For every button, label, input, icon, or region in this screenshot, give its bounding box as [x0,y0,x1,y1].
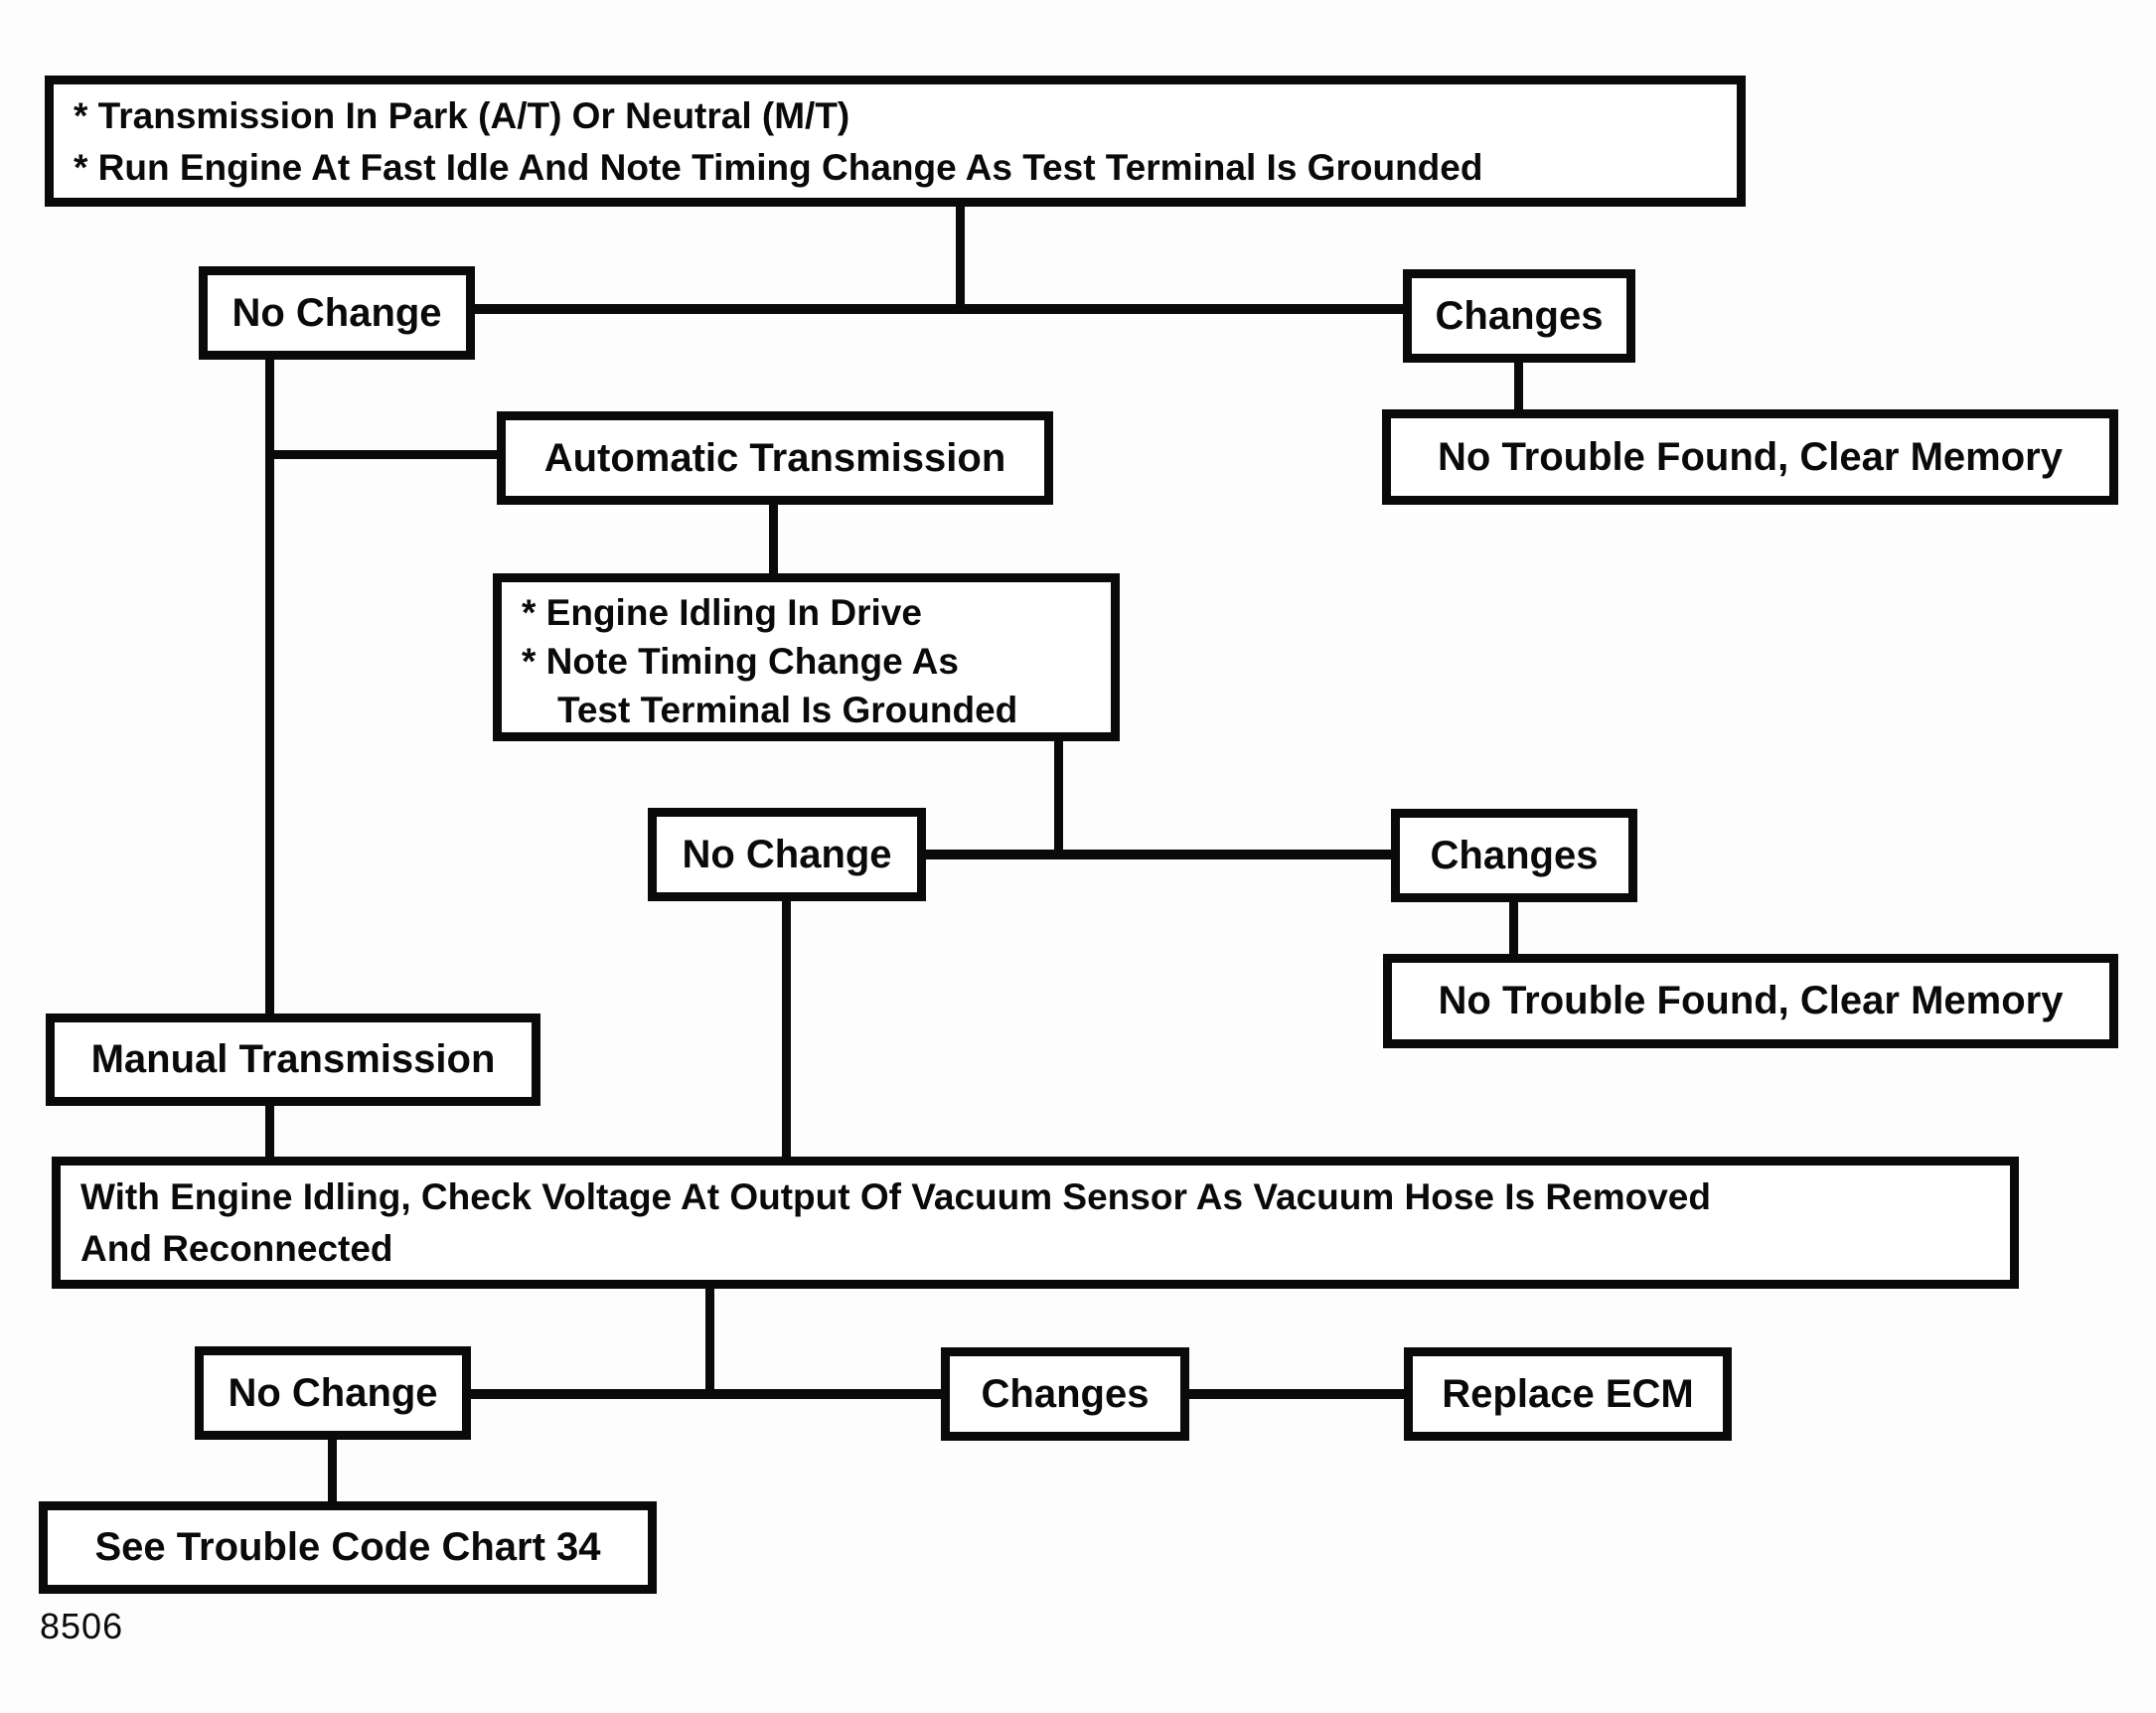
node-changes-2: Changes [1391,809,1637,902]
node-no-change-1: No Change [199,266,475,360]
node-text-line: * Run Engine At Fast Idle And Note Timin… [74,147,1483,188]
node-no-trouble-found-2: No Trouble Found, Clear Memory [1383,954,2118,1048]
figure-number: 8506 [40,1606,124,1646]
connector-engine-idling-down [1054,737,1063,858]
connector-nochange1-down [265,358,274,1017]
node-text-line: * Note Timing Change As [522,641,959,682]
node-initial-conditions: * Transmission In Park (A/T) Or Neutral … [45,76,1746,207]
node-text-line: * Engine Idling In Drive [522,592,922,633]
node-manual-transmission: Manual Transmission [46,1013,540,1106]
connector-row3-horizontal-left [469,1389,944,1399]
node-label: No Change [228,1370,438,1415]
node-label: No Trouble Found, Clear Memory [1438,979,2064,1022]
node-engine-idling-conditions: * Engine Idling In Drive * Note Timing C… [493,573,1120,741]
node-text-line: * Transmission In Park (A/T) Or Neutral … [74,95,850,136]
node-replace-ecm: Replace ECM [1404,1347,1732,1441]
node-no-change-3: No Change [195,1346,471,1440]
connector-checkvoltage-down [705,1286,714,1397]
node-label: Changes [981,1371,1150,1416]
node-label: No Trouble Found, Clear Memory [1438,434,2063,479]
node-label: Manual Transmission [90,1037,496,1081]
node-no-change-2: No Change [648,808,926,901]
node-changes-1: Changes [1403,269,1635,363]
connector-manual-down [265,1103,274,1161]
connector-nochange2-down [782,899,791,1161]
node-no-trouble-found-1: No Trouble Found, Clear Memory [1382,409,2118,505]
connector-row2-horizontal [922,850,1395,859]
node-check-voltage: With Engine Idling, Check Voltage At Out… [52,1157,2019,1289]
node-label: Automatic Transmission [543,435,1006,480]
node-automatic-transmission: Automatic Transmission [497,411,1053,505]
connector-changes1-down [1514,361,1523,412]
connector-initial-down [956,203,965,313]
node-changes-3: Changes [941,1347,1189,1441]
node-label: See Trouble Code Chart 34 [94,1525,601,1569]
node-label: Replace ECM [1442,1371,1694,1416]
connector-automatic-down [769,502,778,577]
node-text-line: Test Terminal Is Grounded [557,690,1018,730]
connector-nochange3-down [328,1438,337,1507]
connector-row3-horizontal-right [1187,1389,1408,1399]
node-label: No Change [231,290,442,335]
connector-changes2-down [1509,900,1518,956]
node-label: Changes [1435,293,1604,338]
node-label: No Change [682,832,892,876]
node-see-trouble-code-chart: See Trouble Code Chart 34 [39,1501,657,1594]
connector-row1-horizontal [473,304,1409,314]
node-text-line: With Engine Idling, Check Voltage At Out… [80,1176,1711,1217]
node-label: Changes [1430,833,1599,877]
connector-to-automatic [265,450,506,459]
node-text-line: And Reconnected [80,1228,393,1269]
